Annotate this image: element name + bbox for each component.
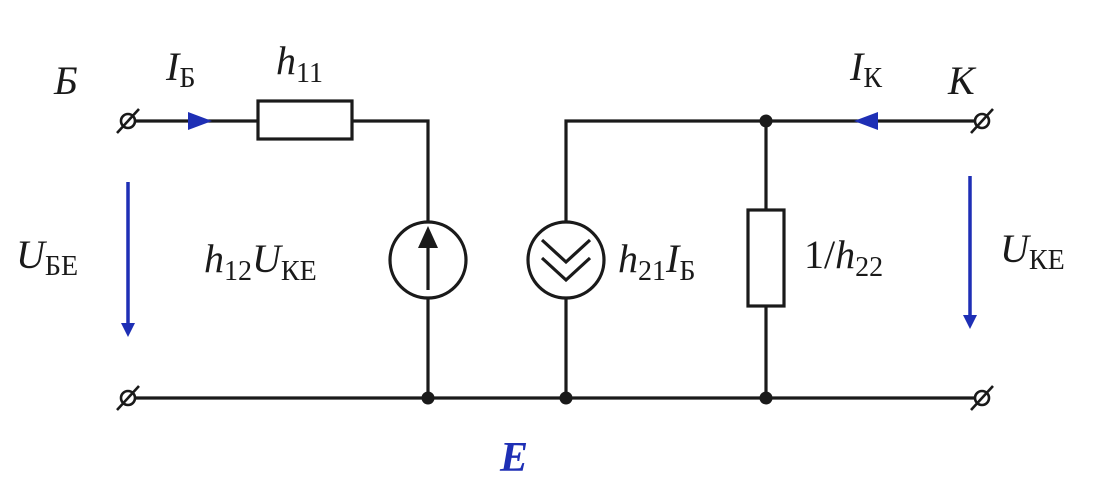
- junction-dot-bottom-1: [421, 391, 435, 405]
- emitter-terminal-label: Е: [499, 435, 528, 481]
- terminal-base[interactable]: [116, 108, 140, 134]
- wire-top-right-rail: [564, 119, 982, 222]
- wire-h11-to-voltage-source: [352, 119, 430, 222]
- current-source-label: h21IБ: [618, 236, 695, 287]
- collector-terminal-label: К: [947, 58, 977, 103]
- junction-dot-bottom-2: [559, 391, 573, 405]
- terminal-emitter-right[interactable]: [970, 385, 994, 411]
- base-terminal-label: Б: [53, 58, 78, 103]
- output-conductance-label: 1/h22: [804, 232, 883, 283]
- collector-current-arrow: [854, 112, 878, 130]
- input-voltage-label: UБЕ: [16, 232, 78, 282]
- voltage-source-h12: [388, 220, 468, 300]
- terminal-collector[interactable]: [970, 108, 994, 134]
- junction-dot-top-right: [759, 114, 773, 128]
- resistor-h22: [746, 208, 786, 308]
- base-current-label: IБ: [165, 44, 195, 94]
- voltage-source-label: h12UКЕ: [204, 236, 317, 287]
- resistor-h11: [256, 99, 354, 141]
- collector-current-label: IК: [849, 44, 882, 94]
- h11-label: h11: [276, 38, 323, 89]
- output-voltage-label: UКЕ: [1000, 226, 1065, 276]
- junction-dot-bottom-3: [759, 391, 773, 405]
- base-current-arrow: [188, 112, 212, 130]
- current-source-h21: [526, 220, 606, 300]
- terminal-emitter-left[interactable]: [116, 385, 140, 411]
